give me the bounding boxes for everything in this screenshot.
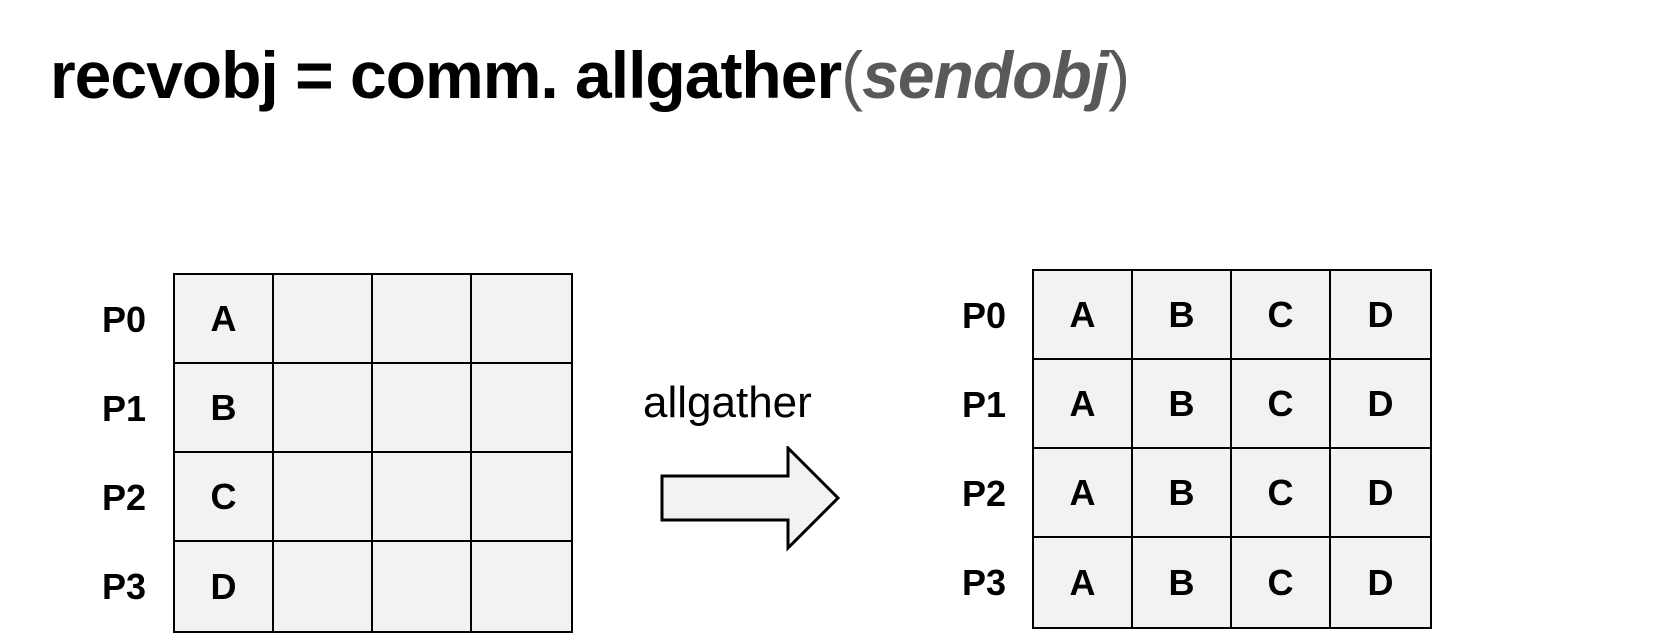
grid-cell [274,275,373,364]
row-label: P1 [102,387,147,429]
grid-cell: D [1367,561,1394,603]
operation-label: allgather [643,378,812,427]
grid-cell [373,542,472,631]
grid-cell [472,275,571,364]
grid-cell [472,542,571,631]
grid-cell: A [175,275,274,364]
title-open-paren: ( [841,38,863,112]
grid-cell: A [1034,538,1133,627]
grid-cell: B [1133,449,1232,538]
grid-cell [373,453,472,542]
grid-cell [274,542,373,631]
grid-cell: C [1232,360,1331,449]
row-label: P0 [102,298,147,340]
title-call: recvobj = comm. allgather [50,38,842,112]
grid-cell: A [1034,271,1133,360]
row-label: P2 [962,472,1007,514]
grid-cell: C [1232,449,1331,538]
grid-cell [373,364,472,453]
right-arrow-icon [660,446,841,552]
grid-cell [373,275,472,364]
grid-cell: D [175,542,274,631]
grid-cell: C [175,453,274,542]
row-label: P2 [102,476,147,518]
grid-cell: C [1232,538,1331,627]
grid-cell: D [1331,271,1430,360]
grid-cell: D [1331,449,1430,538]
row-label: P1 [962,383,1007,425]
grid-cell: A [1034,360,1133,449]
page-title: recvobj = comm. allgather(sendobj) [50,36,1130,115]
grid-cell: C [1232,271,1331,360]
grid-cell [472,453,571,542]
grid-cell: B [175,364,274,453]
grid-cell [472,364,571,453]
grid-cell: B [1133,538,1232,627]
grid-cell: B [1133,360,1232,449]
grid-cell: A [1034,449,1133,538]
grid-cell [274,364,373,453]
title-close-paren: ) [1108,38,1130,112]
grid-cell: D [1331,360,1430,449]
grid-cell: B [1133,271,1232,360]
row-label: P0 [962,294,1007,336]
title-argument: sendobj [862,38,1109,112]
grid-cell [274,453,373,542]
row-label: P3 [102,565,147,607]
row-label: P3 [962,561,1007,603]
